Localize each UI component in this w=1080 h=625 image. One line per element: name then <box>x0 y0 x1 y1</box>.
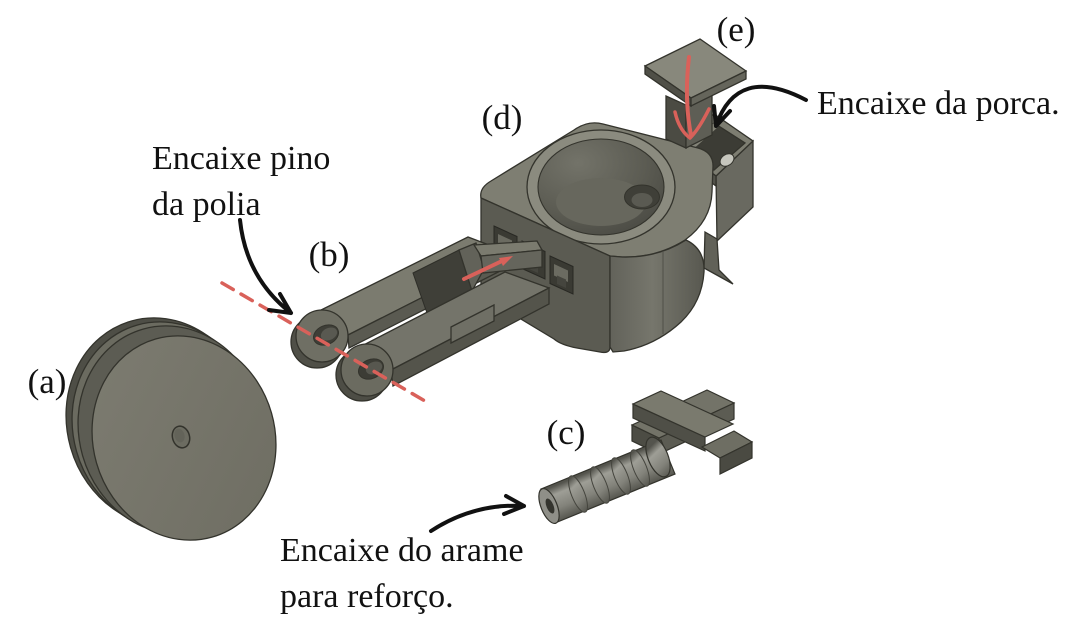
annotation-arrows <box>238 84 808 533</box>
annotation-wire-line1: Encaixe do arame <box>280 532 524 569</box>
fork-shaft-front <box>480 249 543 274</box>
pin-collar <box>645 436 671 478</box>
nut-arrow <box>712 84 808 128</box>
cap-insert-arrow-head <box>673 107 711 140</box>
label-c: (c) <box>547 413 586 452</box>
part-e-cap <box>643 38 748 150</box>
assembly-indicators <box>220 55 711 403</box>
bowl-floor <box>556 178 646 226</box>
pocket-lower-wall <box>703 230 734 285</box>
label-a: (a) <box>28 362 67 401</box>
lower-eye-hole-wall <box>365 361 383 375</box>
text-layer: (a) (b) (c) (d) (e) Encaixe pino da poli… <box>28 10 1060 615</box>
annotation-pulley-pin-line1: Encaixe pino <box>152 140 330 177</box>
annotation-nut: Encaixe da porca. <box>817 85 1060 122</box>
slot <box>549 255 574 295</box>
pulley-hub-hole-shadow <box>174 428 185 443</box>
lower-arm-front <box>390 286 550 388</box>
bowl-floor-hole-inner <box>631 193 653 207</box>
part-d-body <box>480 113 755 354</box>
cross-hbar-top <box>631 390 735 438</box>
upper-eye-hole-wall <box>320 327 338 341</box>
label-e: (e) <box>717 10 756 49</box>
fork-insert-arrow-head <box>499 256 513 266</box>
cap-insert-arrow-shaft <box>684 55 693 137</box>
cross-tab-front <box>719 441 753 475</box>
fork-insert-arrow-shaft <box>462 259 504 281</box>
pin-rib <box>590 466 610 504</box>
fork-wedge <box>450 303 495 345</box>
wire-arrow <box>429 494 526 533</box>
cap-plate-right-edge <box>690 69 747 108</box>
body-barrel <box>609 239 705 353</box>
cap-stub-left <box>665 94 687 150</box>
pin-rib <box>630 449 650 487</box>
pin-axis-dashed-line <box>220 281 427 403</box>
part-a-pulley-disc <box>65 317 277 541</box>
part-c-pin <box>538 389 754 525</box>
pin-wire-hole <box>545 498 555 514</box>
annotation-pulley-pin-line2: da polia <box>152 186 261 223</box>
pin-rib <box>611 457 631 495</box>
recess-notch <box>719 153 735 167</box>
pin-rib <box>568 475 588 513</box>
label-b: (b) <box>309 235 350 274</box>
pulley-pin-arrow <box>238 218 293 315</box>
annotation-wire-line2: para reforço. <box>280 578 454 615</box>
label-d: (d) <box>482 98 523 137</box>
